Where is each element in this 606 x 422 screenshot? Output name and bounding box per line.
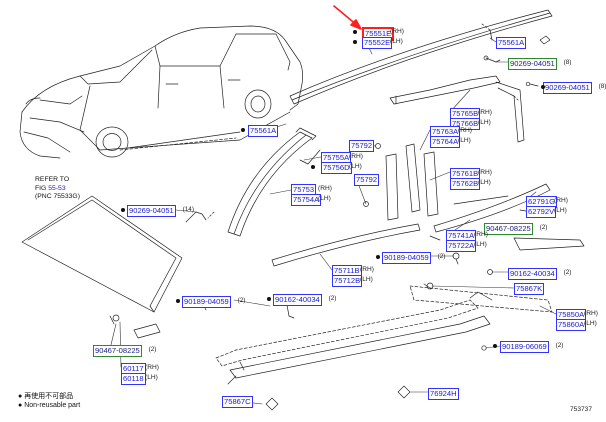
quantity-note: (2) xyxy=(539,224,548,231)
non-reusable-dot-icon xyxy=(493,344,497,348)
non-reusable-dot-icon xyxy=(353,40,357,44)
refer-note: REFER TO FIG 55-53 (PNC 75533G) xyxy=(35,176,80,202)
legend-dot-icon: ● xyxy=(18,393,23,400)
part-label-76924h[interactable]: 76924H xyxy=(428,388,459,400)
side-indicator: (RH) xyxy=(145,364,159,371)
non-reusable-dot-icon xyxy=(353,30,357,34)
part-label-90189-04059-l[interactable]: 90189-04059 xyxy=(182,296,231,308)
legend-item-jp: ● 再使用不可部品 xyxy=(18,392,80,401)
non-reusable-dot-icon xyxy=(267,297,271,301)
leader-lines xyxy=(109,37,557,405)
side-indicator: (LH) xyxy=(145,374,158,381)
part-label-75860a[interactable]: 75860A xyxy=(556,319,587,331)
side-indicator: (LH) xyxy=(360,276,373,283)
side-indicator: (LH) xyxy=(349,163,362,170)
quantity-note: (2) xyxy=(563,269,572,276)
quantity-note: (14) xyxy=(182,206,194,213)
window-frame-moldings xyxy=(385,75,525,221)
part-label-90189-06069[interactable]: 90189-06069 xyxy=(500,341,549,353)
part-label-75792-mid[interactable]: 75792 xyxy=(354,174,380,186)
part-label-90467-08225-l[interactable]: 90467-08225 xyxy=(93,345,142,357)
part-label-90269-04051-mid[interactable]: 90269-04051 xyxy=(543,82,592,94)
part-label-75561a-top[interactable]: 75561A xyxy=(496,37,527,49)
side-indicator: (LH) xyxy=(478,179,491,186)
vehicle-illustration xyxy=(19,25,304,159)
non-reusable-dot-icon xyxy=(376,255,380,259)
belt-moldings xyxy=(271,183,585,267)
part-label-75712b[interactable]: 75712B xyxy=(332,275,363,287)
legend-text-en: Non-reusable part xyxy=(24,402,81,409)
part-label-75867c[interactable]: 75867C xyxy=(222,396,253,408)
figure-code: 753737 xyxy=(570,406,593,413)
refer-line-3: (PNC 75533G) xyxy=(35,193,80,200)
legend-text-jp: 再使用不可部品 xyxy=(24,393,74,400)
side-indicator: (RH) xyxy=(554,197,568,204)
part-label-75792-top[interactable]: 75792 xyxy=(349,140,375,152)
side-indicator: (RH) xyxy=(390,28,404,35)
part-label-90269-04051-8[interactable]: 90269-04051 xyxy=(508,58,557,70)
part-label-75756d[interactable]: 75756D xyxy=(321,162,352,174)
side-indicator: (LH) xyxy=(390,38,403,45)
part-label-75764a[interactable]: 75764A xyxy=(430,136,461,148)
side-indicator: (RH) xyxy=(458,127,472,134)
quantity-note: (8) xyxy=(598,83,606,90)
side-indicator: (LH) xyxy=(318,195,331,202)
side-indicator: (LH) xyxy=(554,207,567,214)
part-label-90269-04051-14[interactable]: 90269-04051 xyxy=(127,205,176,217)
part-label-90162-40034-r[interactable]: 90162-40034 xyxy=(508,268,557,280)
side-indicator: (LH) xyxy=(474,241,487,248)
part-label-62792v[interactable]: 62792V xyxy=(526,206,557,218)
quantity-note: (2) xyxy=(237,297,246,304)
quantity-note: (2) xyxy=(328,295,337,302)
refer-figure-link[interactable]: 55-53 xyxy=(48,184,66,192)
non-reusable-dot-icon xyxy=(311,165,315,169)
refer-line-2: FIG 55-53 xyxy=(35,184,66,192)
highlight-arrow xyxy=(333,5,362,30)
non-reusable-dot-icon xyxy=(241,128,245,132)
non-reusable-dot-icon xyxy=(176,299,180,303)
refer-line-1: REFER TO xyxy=(35,176,70,183)
part-label-75762b[interactable]: 75762B xyxy=(450,178,481,190)
quantity-note: (2) xyxy=(437,253,446,260)
side-indicator: (RH) xyxy=(360,266,374,273)
roof-molding xyxy=(289,9,553,105)
part-label-75722a[interactable]: 75722A xyxy=(446,240,477,252)
side-indicator: (RH) xyxy=(478,109,492,116)
side-indicator: (RH) xyxy=(318,185,332,192)
side-indicator: (RH) xyxy=(478,169,492,176)
quantity-note: (8) xyxy=(563,59,572,66)
legend: ● 再使用不可部品 ● Non-reusable part xyxy=(18,392,80,410)
legend-item-en: ● Non-reusable part xyxy=(18,401,80,410)
side-indicator: (LH) xyxy=(458,137,471,144)
part-label-90189-04059-mid[interactable]: 90189-04059 xyxy=(382,252,431,264)
part-label-75552e[interactable]: 75552E xyxy=(362,37,393,49)
non-reusable-dot-icon xyxy=(541,85,545,89)
legend-dot-icon: ● xyxy=(18,402,23,409)
part-label-90162-40034-l[interactable]: 90162-40034 xyxy=(273,294,322,306)
side-indicator: (LH) xyxy=(478,119,491,126)
part-label-60118[interactable]: 60118 xyxy=(121,373,146,385)
side-indicator: (RH) xyxy=(584,310,598,317)
part-label-75561a-left[interactable]: 75561A xyxy=(248,125,279,137)
part-label-90467-08225-r[interactable]: 90467-08225 xyxy=(484,223,533,235)
side-indicator: (RH) xyxy=(474,231,488,238)
side-indicator: (LH) xyxy=(584,320,597,327)
part-label-75867k[interactable]: 75867K xyxy=(514,283,545,295)
part-label-75754a[interactable]: 75754A xyxy=(291,194,322,206)
quantity-note: (2) xyxy=(555,342,564,349)
quantity-note: (2) xyxy=(148,346,157,353)
front-pillar-molding xyxy=(227,127,321,237)
windshield-molding xyxy=(21,195,215,339)
non-reusable-dot-icon xyxy=(121,208,125,212)
side-indicator: (RH) xyxy=(349,153,363,160)
